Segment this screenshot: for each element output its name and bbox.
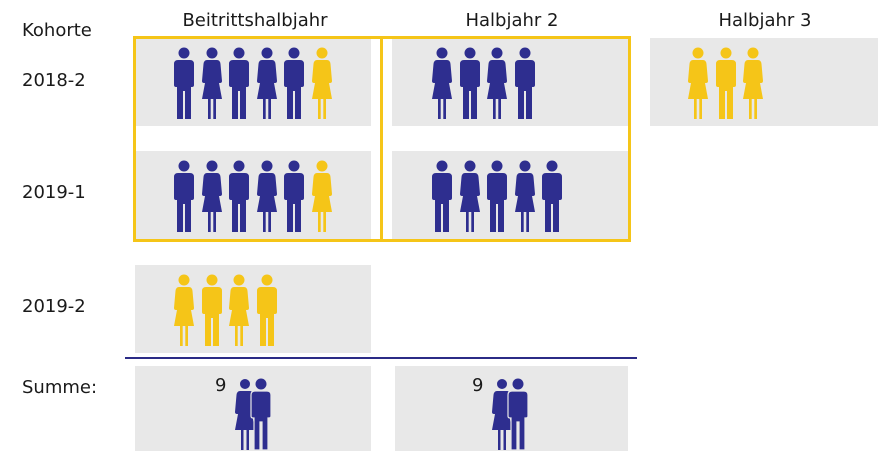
man-icon [284,160,304,232]
column-header-halfyear-3: Halbjahr 3 [718,10,812,31]
woman-icon [174,274,194,346]
man-icon [174,160,194,232]
woman-icon [487,47,507,119]
woman-icon [311,160,332,232]
man-icon [229,47,249,119]
sum-value-col1: 9 [215,375,227,396]
people-2019-2-col1 [172,274,282,346]
man-icon [256,274,277,346]
cell-2018-2-col3 [650,38,878,126]
couple-icon-col1 [234,378,272,454]
column-header-join-halfyear: Beitrittshalbjahr [182,10,328,31]
cohort-label-2019-1: 2019-1 [22,182,86,203]
cell-2019-1-col2 [392,151,628,239]
people-2019-1-col1 [172,160,337,232]
column-header-halfyear-2: Halbjahr 2 [465,10,559,31]
highlight-divider [380,36,383,242]
woman-icon [201,47,222,119]
cohort-label-2018-2: 2018-2 [22,70,86,91]
woman-icon [688,47,708,119]
people-2018-2-col1 [172,47,337,119]
woman-icon [432,47,452,119]
man-icon [284,47,304,119]
man-icon [201,274,222,346]
people-2019-1-col2 [430,160,568,232]
man-icon [514,47,535,119]
cell-2018-2-col2 [392,38,628,126]
sum-value-col2: 9 [472,375,484,396]
man-icon [229,160,249,232]
couple-figure [492,378,529,451]
sum-label: Summe: [22,377,98,398]
people-2018-2-col2 [430,47,540,119]
woman-icon [743,47,763,119]
man-icon [715,47,736,119]
woman-icon [514,160,535,232]
man-icon [542,160,562,232]
woman-icon [256,47,277,119]
man-icon [487,160,507,232]
man-icon [459,47,480,119]
couple-figure [235,378,272,451]
man-icon [432,160,452,232]
sum-separator-line [125,357,637,359]
cohort-label-2019-2: 2019-2 [22,296,86,317]
woman-icon [229,274,249,346]
cohort-header: Kohorte [22,20,92,41]
people-2018-2-col3 [686,47,769,119]
woman-icon [459,160,480,232]
woman-icon [311,47,332,119]
woman-icon [256,160,277,232]
woman-icon [201,160,222,232]
man-icon [174,47,194,119]
couple-icon-col2 [491,378,529,454]
